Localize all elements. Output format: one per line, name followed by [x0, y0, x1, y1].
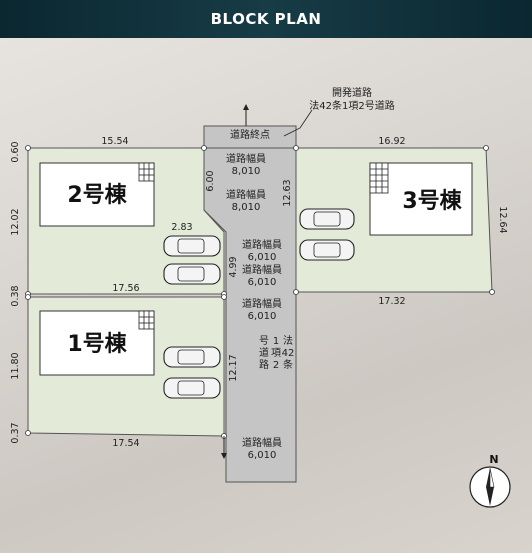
dimension-label: 0.60: [10, 141, 21, 162]
arrow-up-icon: [243, 104, 249, 110]
car-icon: [299, 208, 355, 230]
vertical-road-text: 号: [259, 335, 269, 347]
dimension-label: 16.92: [378, 136, 405, 147]
car-icon: [163, 235, 221, 257]
building-1: [39, 310, 155, 376]
road-width-label: 道路幅員: [242, 297, 282, 310]
vertical-road-text: 1: [273, 336, 279, 347]
road-width-label: 道路幅員: [242, 436, 282, 449]
car-icon: [163, 263, 221, 285]
vertical-road-text: 2: [273, 360, 279, 371]
road-end-label: 道路終点: [230, 128, 270, 141]
development-road-area: [203, 125, 297, 483]
dimension-label: 17.56: [112, 283, 139, 294]
north-compass-icon: [469, 466, 511, 508]
stair-grid-icon: [369, 162, 389, 194]
road-width-label: 道路幅員: [242, 238, 282, 251]
road-width-value: 8,010: [232, 202, 261, 213]
car-icon: [163, 346, 221, 368]
dimension-label: 6.00: [205, 170, 216, 191]
dimension-label: 0.38: [10, 285, 21, 306]
dimension-label: 17.32: [378, 296, 405, 307]
dimension-label: 12.17: [228, 354, 239, 381]
road-width-value: 6,010: [248, 311, 277, 322]
vertical-road-text: 道: [259, 346, 269, 359]
vertical-road-text: 42: [282, 348, 295, 359]
vertical-road-text: 条: [283, 358, 293, 371]
vertical-road-text: 項: [271, 347, 281, 359]
building-2-label: 2号棟: [67, 182, 127, 208]
road-width-value: 6,010: [248, 277, 277, 288]
dimension-label: 12.64: [497, 206, 508, 233]
car-icon: [299, 239, 355, 261]
road-width-value: 6,010: [248, 450, 277, 461]
page-title: BLOCK PLAN: [0, 0, 532, 38]
building-2: [39, 162, 155, 227]
dimension-label: 4.99: [228, 256, 239, 277]
building-3-label: 3号棟: [402, 188, 462, 214]
vertical-road-text: 法: [283, 334, 293, 347]
dimension-label: 2.83: [171, 222, 192, 233]
compass-north-label: N: [489, 453, 498, 466]
arrow-down-icon: [221, 453, 227, 459]
development-road-title: 開発道路: [332, 86, 372, 99]
road-width-value: 8,010: [232, 166, 261, 177]
vertical-road-text: 路: [259, 358, 269, 371]
road-width-label: 道路幅員: [226, 152, 266, 165]
dimension-label: 12.02: [10, 208, 21, 235]
road-width-label: 道路幅員: [226, 188, 266, 201]
stair-grid-icon: [138, 162, 155, 182]
dimension-label: 11.80: [10, 352, 21, 379]
car-icon: [163, 377, 221, 399]
road-width-value: 6,010: [248, 252, 277, 263]
development-road-subtitle: 法42条1項2号道路: [309, 99, 394, 112]
leader-line: [283, 109, 313, 137]
road-width-label: 道路幅員: [242, 263, 282, 276]
dimension-label: 15.54: [101, 136, 128, 147]
dimension-label: 12.63: [282, 179, 293, 206]
stair-grid-icon: [138, 310, 155, 330]
dimension-label: 0.37: [10, 422, 21, 443]
dimension-label: 17.54: [112, 438, 139, 449]
building-1-label: 1号棟: [67, 331, 127, 357]
